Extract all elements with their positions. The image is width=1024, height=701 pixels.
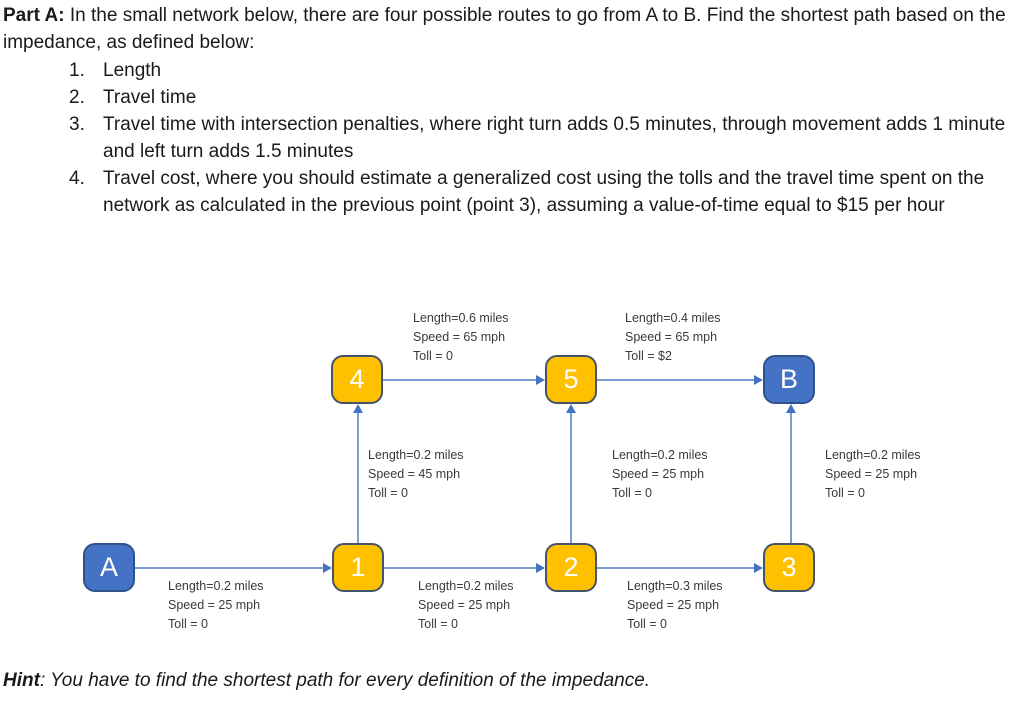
list-item-text: Length bbox=[103, 60, 162, 81]
edge-label-toll: Toll = 0 bbox=[413, 349, 453, 363]
intro-paragraph: Part A: In the small network below, ther… bbox=[3, 2, 1019, 56]
node-5: 5 bbox=[545, 355, 597, 404]
edge-label-speed: Speed = 25 mph bbox=[627, 598, 720, 612]
edge-label-speed: Speed = 65 mph bbox=[625, 330, 718, 344]
edge-A-1-arrow bbox=[135, 562, 332, 573]
arrowhead-right-icon bbox=[754, 374, 763, 385]
list-item-number: 2. bbox=[69, 87, 85, 108]
node-3: 3 bbox=[763, 543, 815, 592]
edge-label-speed: Speed = 25 mph bbox=[168, 598, 261, 612]
edge-label-length: Length=0.4 miles bbox=[625, 311, 721, 325]
list-item: 4. Travel cost, where you should estimat… bbox=[3, 165, 1019, 219]
edge-label-toll: Toll = 0 bbox=[825, 486, 865, 500]
list-item-number: 4. bbox=[69, 168, 85, 189]
edge-label-A-1: Length=0.2 miles Speed = 25 mph Toll = 0 bbox=[168, 577, 264, 634]
edge-label-speed: Speed = 25 mph bbox=[825, 467, 918, 481]
edge-label-toll: Toll = 0 bbox=[418, 617, 458, 631]
edge-label-toll: Toll = 0 bbox=[612, 486, 652, 500]
arrowhead-right-icon bbox=[536, 562, 545, 573]
arrowhead-right-icon bbox=[754, 562, 763, 573]
edge-label-speed: Speed = 25 mph bbox=[612, 467, 705, 481]
edge-label-1-4: Length=0.2 miles Speed = 45 mph Toll = 0 bbox=[368, 446, 464, 503]
node-1-label: 1 bbox=[350, 552, 366, 582]
edge-label-length: Length=0.2 miles bbox=[418, 579, 514, 593]
node-4: 4 bbox=[331, 355, 383, 404]
node-3-label: 3 bbox=[781, 552, 797, 582]
edge-label-2-5: Length=0.2 miles Speed = 25 mph Toll = 0 bbox=[612, 446, 708, 503]
edge-label-speed: Speed = 45 mph bbox=[368, 467, 461, 481]
edge-label-4-5: Length=0.6 miles Speed = 65 mph Toll = 0 bbox=[413, 309, 509, 366]
edge-label-toll: Toll = 0 bbox=[368, 486, 408, 500]
arrowhead-up-icon bbox=[352, 404, 363, 413]
problem-statement: Part A: In the small network below, ther… bbox=[3, 2, 1019, 219]
edge-label-1-2: Length=0.2 miles Speed = 25 mph Toll = 0 bbox=[418, 577, 514, 634]
list-item: 3. Travel time with intersection penalti… bbox=[3, 111, 1019, 165]
hint-text: Hint: You have to find the shortest path… bbox=[3, 670, 650, 692]
edge-3-B-arrow bbox=[785, 404, 796, 543]
edge-label-toll: Toll = $2 bbox=[625, 349, 672, 363]
edge-4-5-arrow bbox=[383, 374, 545, 385]
arrowhead-right-icon bbox=[536, 374, 545, 385]
edge-2-5-arrow bbox=[565, 404, 576, 543]
edge-label-length: Length=0.2 miles bbox=[368, 448, 464, 462]
edge-label-length: Length=0.3 miles bbox=[627, 579, 723, 593]
arrowhead-up-icon bbox=[565, 404, 576, 413]
list-item-text: Travel time with intersection penalties,… bbox=[103, 114, 1006, 162]
edge-label-5-B: Length=0.4 miles Speed = 65 mph Toll = $… bbox=[625, 309, 721, 366]
node-5-label: 5 bbox=[563, 364, 579, 394]
node-B: B bbox=[763, 355, 815, 404]
edge-label-length: Length=0.2 miles bbox=[612, 448, 708, 462]
edge-label-length: Length=0.2 miles bbox=[825, 448, 921, 462]
node-2-label: 2 bbox=[563, 552, 579, 582]
node-A: A bbox=[83, 543, 135, 592]
part-a-label: Part A: bbox=[3, 5, 65, 26]
impedance-list: 1. Length 2. Travel time 3. Travel time … bbox=[3, 57, 1019, 219]
edge-1-4-arrow bbox=[352, 404, 363, 543]
edge-label-toll: Toll = 0 bbox=[627, 617, 667, 631]
edge-label-length: Length=0.6 miles bbox=[413, 311, 509, 325]
edge-1-2-arrow bbox=[384, 562, 545, 573]
node-2: 2 bbox=[545, 543, 597, 592]
edge-label-3-B: Length=0.2 miles Speed = 25 mph Toll = 0 bbox=[825, 446, 921, 503]
list-item: 1. Length bbox=[3, 57, 1019, 84]
node-A-label: A bbox=[99, 552, 118, 582]
list-item-text: Travel time bbox=[103, 87, 197, 108]
list-item: 2. Travel time bbox=[3, 84, 1019, 111]
hint-label: Hint bbox=[3, 670, 40, 691]
intro-text: In the small network below, there are fo… bbox=[3, 5, 1006, 53]
hint-body: : You have to find the shortest path for… bbox=[39, 670, 651, 691]
edge-5-B-arrow bbox=[597, 374, 763, 385]
list-item-number: 1. bbox=[69, 60, 85, 81]
edge-2-3-arrow bbox=[597, 562, 763, 573]
node-4-label: 4 bbox=[349, 364, 365, 394]
arrowhead-right-icon bbox=[323, 562, 332, 573]
edge-label-length: Length=0.2 miles bbox=[168, 579, 264, 593]
edge-label-2-3: Length=0.3 miles Speed = 25 mph Toll = 0 bbox=[627, 577, 723, 634]
list-item-text: Travel cost, where you should estimate a… bbox=[103, 168, 985, 216]
edge-label-speed: Speed = 65 mph bbox=[413, 330, 506, 344]
node-B-label: B bbox=[779, 364, 798, 394]
list-item-number: 3. bbox=[69, 114, 85, 135]
arrowhead-up-icon bbox=[785, 404, 796, 413]
edge-label-toll: Toll = 0 bbox=[168, 617, 208, 631]
edge-label-speed: Speed = 25 mph bbox=[418, 598, 511, 612]
node-1: 1 bbox=[332, 543, 384, 592]
